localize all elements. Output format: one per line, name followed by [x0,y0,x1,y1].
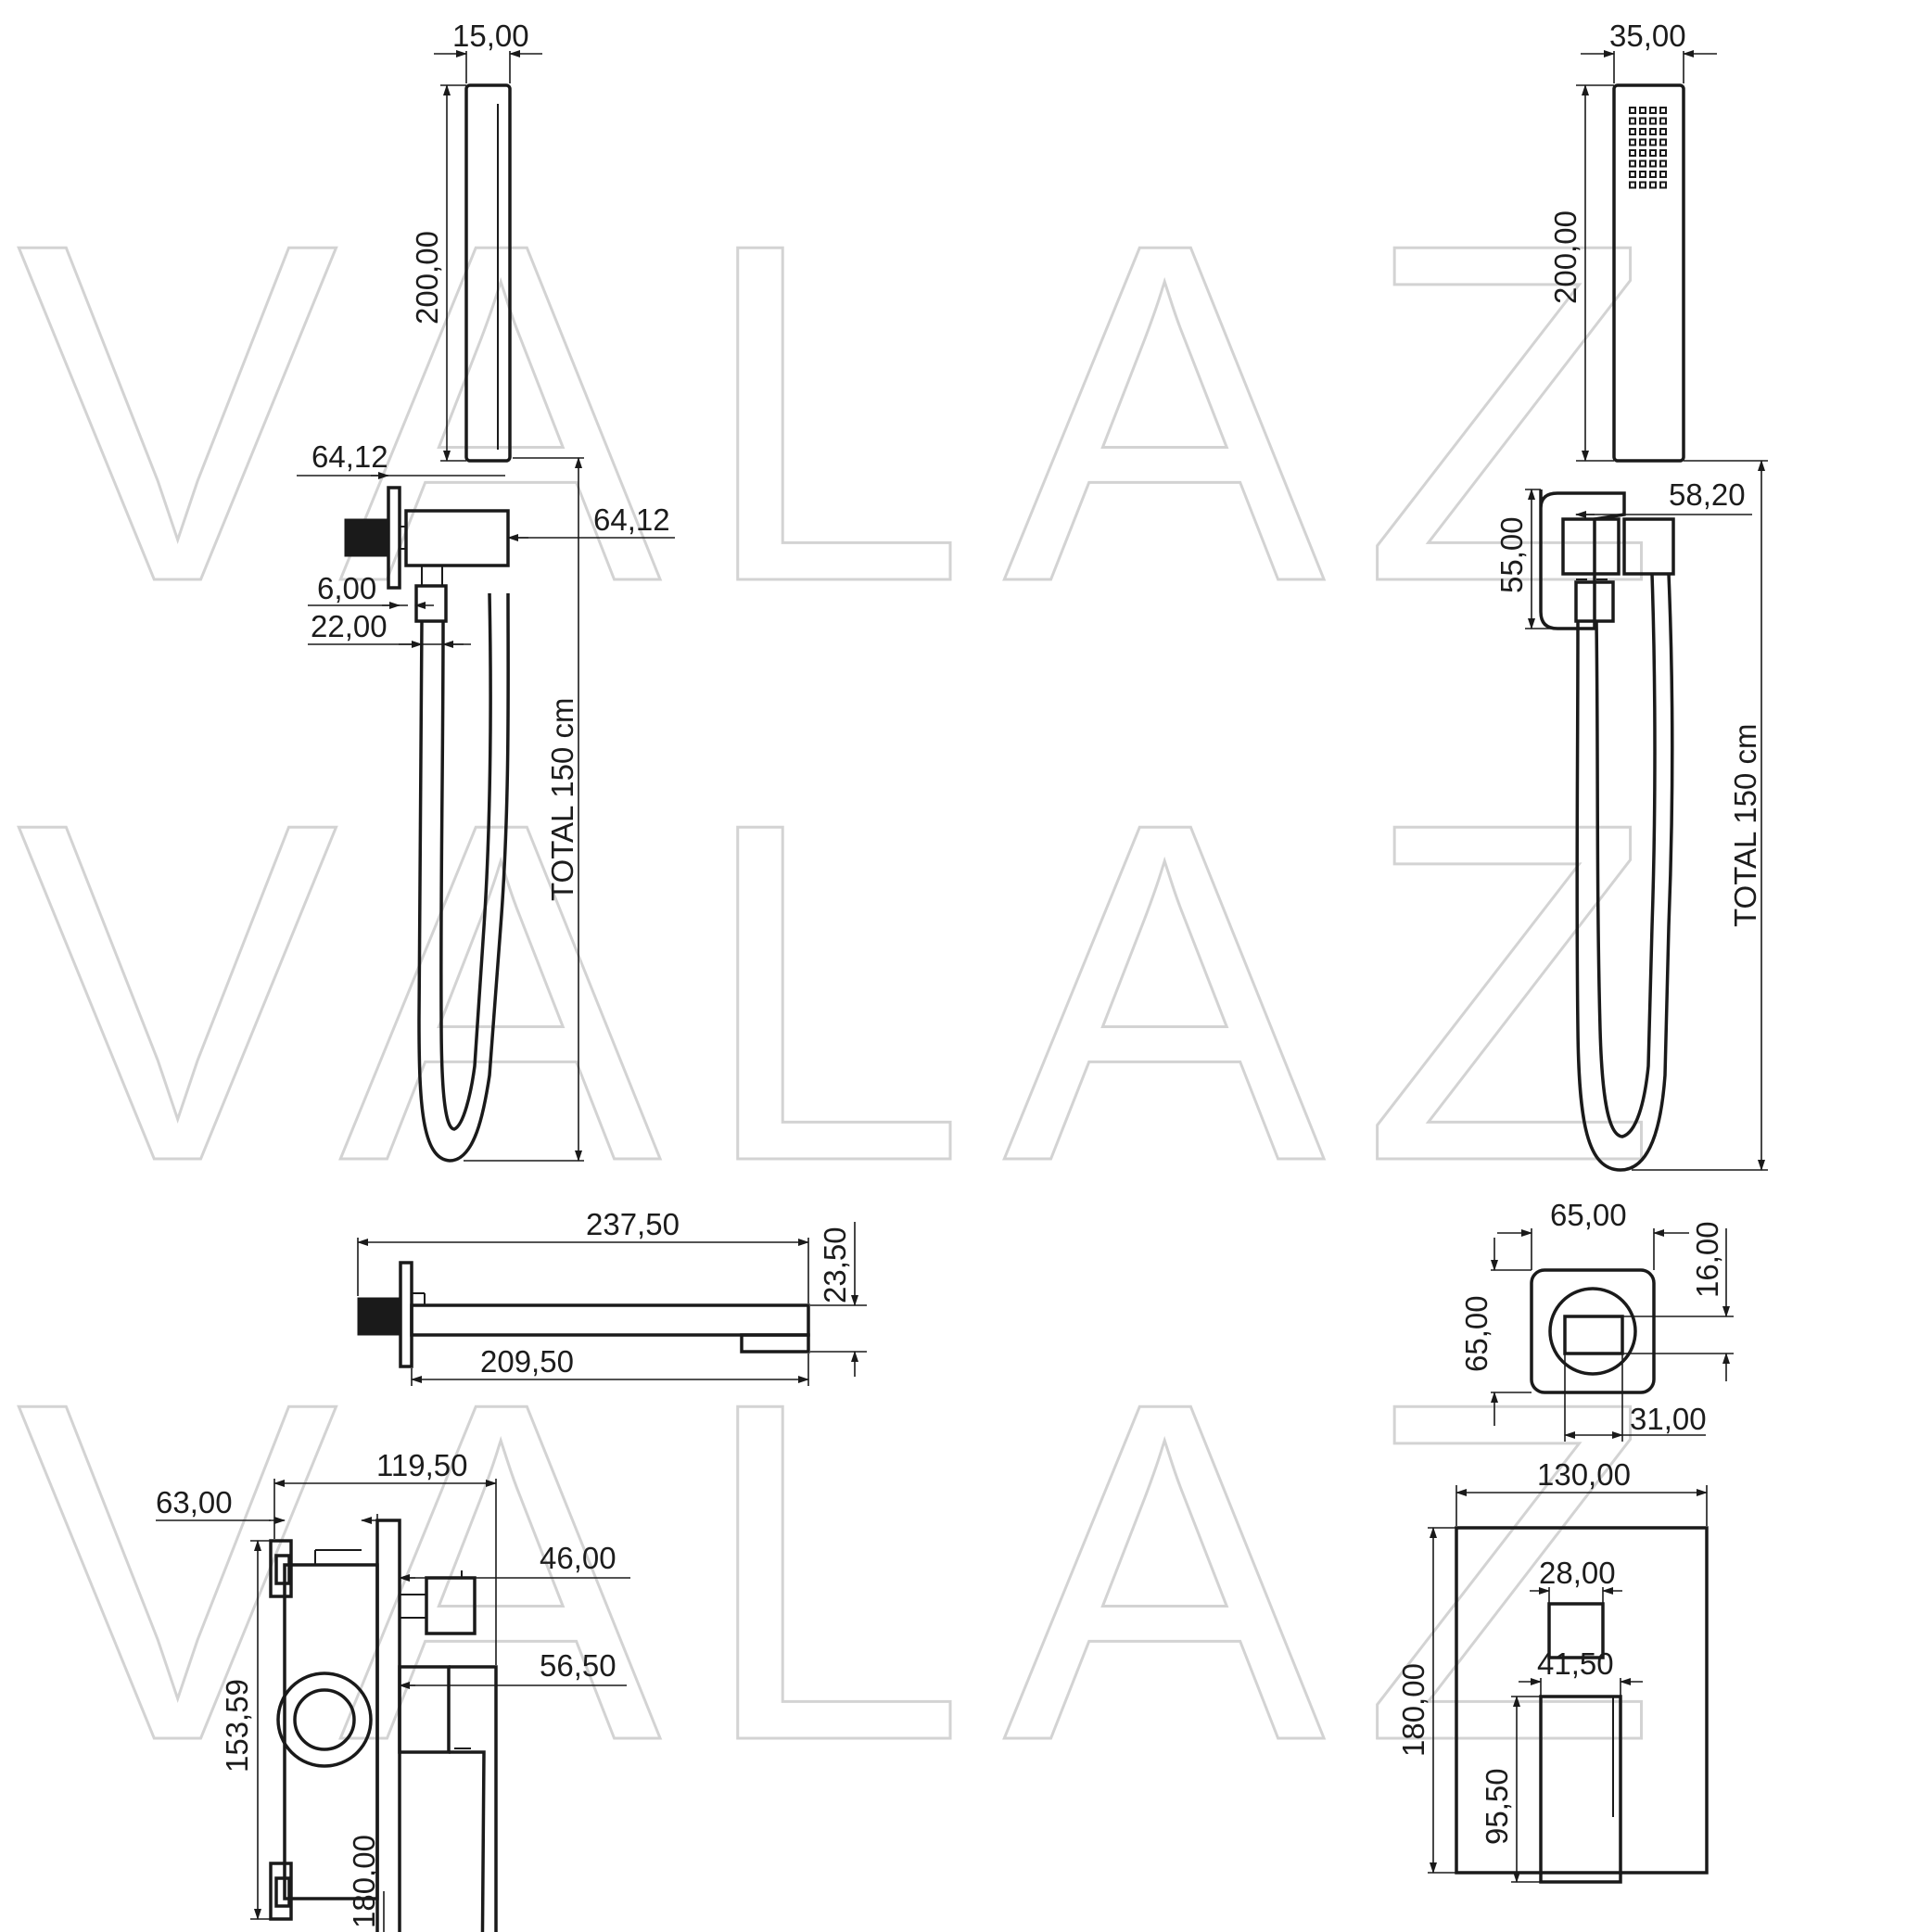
shower-nozzle [1649,149,1657,157]
dim-mixer-body-height: 153,59 [220,1679,254,1773]
spout-view: 237,50 209,50 23,50 [357,1207,867,1386]
dim-mixer-body-depth: 63,00 [156,1485,233,1519]
wall-outlet-plate [1530,1268,1656,1394]
shower-nozzle [1629,117,1636,125]
mixer-side-view: 119,50 63,00 46,00 56,50 153,59 180,00 [156,1448,630,1932]
dim-front-head-length: 200,00 [1548,210,1582,304]
dim-front-knob-width: 28,00 [1539,1556,1616,1590]
shower-nozzle [1659,128,1667,135]
dim-front-holder-width: 58,20 [1669,477,1746,512]
spout-body [410,1303,810,1337]
shower-nozzle [1639,128,1646,135]
shower-nozzle [1649,181,1657,189]
shower-nozzle [1659,171,1667,178]
shower-nozzle [1659,149,1667,157]
dim-front-hose-total: TOTAL 150 cm [1728,724,1762,927]
watermark: VALAZ VALAZ VALAZ [16,143,1694,1843]
dim-front-head-width: 35,00 [1609,19,1686,53]
shower-nozzle [1659,117,1667,125]
dim-side-holder-projection: 64,12 [311,439,388,474]
shower-nozzle [1649,128,1657,135]
shower-nozzle [1629,107,1636,114]
shower-nozzle [1629,171,1636,178]
dim-outlet-connector-width: 31,00 [1630,1402,1707,1436]
spout-thread [357,1297,401,1336]
dim-side-outlet-offset: 22,00 [311,609,388,643]
dim-outlet-offset: 16,00 [1690,1221,1724,1298]
wall-outlet-rosette [1548,1287,1637,1376]
side-shower-view: 15,00 200,00 64,12 64,12 6,00 22,00 TOTA… [297,19,675,1163]
shower-nozzle [1649,138,1657,146]
front-shower-view: 35,00 200,00 55,00 58,20 TOTAL 150 cm [1494,19,1768,1172]
dim-mixer-plate-height: 180,00 [347,1835,381,1928]
shower-nozzle [1649,159,1657,168]
shower-nozzle [1649,117,1657,125]
dim-side-head-length: 200,00 [410,231,444,324]
mixer-front-view: 130,00 180,00 28,00 41,50 95,50 [1396,1457,1709,1884]
dim-front-lever-width: 41,50 [1537,1646,1614,1681]
mixer-front-lever [1539,1695,1622,1884]
shower-nozzle [1659,181,1667,189]
front-shower-nozzles [1629,107,1667,189]
watermark-row-1: VALAZ [17,144,1694,682]
dim-side-head-width: 15,00 [452,19,529,53]
watermark-row-2: VALAZ [17,723,1694,1262]
side-shower-hose [417,592,510,1163]
shower-nozzle [1629,138,1636,146]
dim-spout-height: 23,50 [818,1227,852,1303]
shower-nozzle [1639,149,1646,157]
shower-nozzle [1629,181,1636,189]
shower-nozzle [1659,138,1667,146]
shower-nozzle [1639,117,1646,125]
dim-front-plate-width: 130,00 [1537,1457,1631,1492]
shower-nozzle [1639,181,1646,189]
dim-outlet-plate-width: 65,00 [1550,1198,1627,1232]
front-shower-holder [1561,517,1621,576]
dim-front-lever-height: 95,50 [1480,1768,1514,1845]
side-shower-handle [464,83,512,463]
side-shower-thread [344,518,389,557]
shower-nozzle [1659,159,1667,168]
dim-front-holder-height: 55,00 [1494,516,1529,593]
dim-spout-projection: 209,50 [480,1344,574,1379]
dim-front-plate-height: 180,00 [1396,1663,1430,1757]
shower-nozzle [1639,171,1646,178]
shower-nozzle [1659,107,1667,114]
dim-side-holder-height: 64,12 [593,502,670,537]
wall-outlet-connector [1563,1315,1624,1355]
mixer-outlet-ring [276,1671,373,1768]
dim-mixer-depth: 119,50 [376,1448,467,1482]
shower-nozzle [1649,171,1657,178]
shower-nozzle [1649,107,1657,114]
dim-mixer-knob-offset: 46,00 [540,1541,616,1575]
watermark-row-3: VALAZ [17,1303,1694,1841]
shower-nozzle [1629,149,1636,157]
shower-nozzle [1629,128,1636,135]
mixer-front-knob [1547,1602,1605,1659]
shower-nozzle [1629,159,1636,168]
dim-spout-length: 237,50 [586,1207,680,1241]
dim-outlet-plate-height: 65,00 [1459,1295,1493,1372]
front-shower-hose [1575,573,1674,1172]
shower-nozzle [1639,159,1646,168]
wall-outlet-view: 65,00 65,00 16,00 31,00 [1459,1198,1734,1442]
shower-nozzle [1639,138,1646,146]
dim-mixer-lever-offset: 56,50 [540,1648,616,1683]
dim-side-hose-total: TOTAL 150 cm [545,698,579,901]
front-shower-handle [1612,83,1685,463]
dim-side-plate-thickness: 6,00 [317,571,376,605]
mixer-front-plate [1455,1526,1709,1875]
shower-nozzle [1639,107,1646,114]
